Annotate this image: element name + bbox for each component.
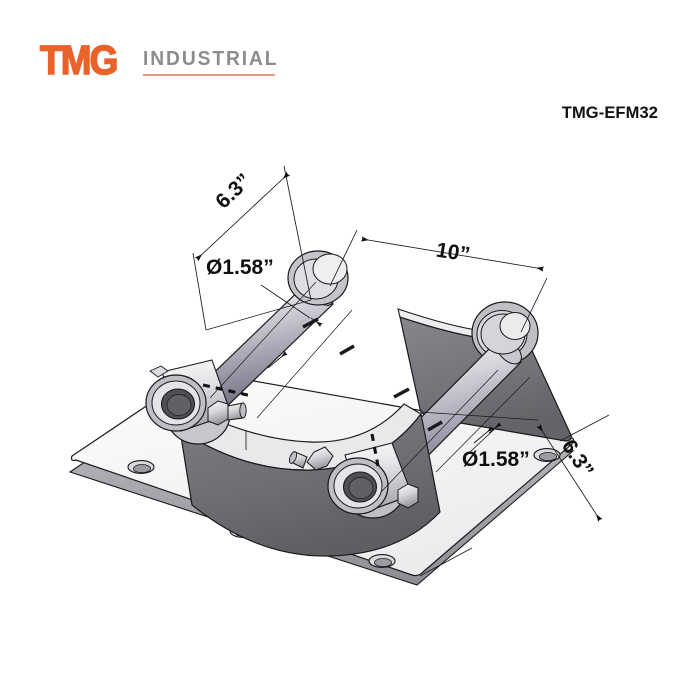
bushing-right <box>480 312 531 355</box>
ext-line-width-a <box>329 229 358 287</box>
dim-label-diameter-upper: Ø1.58” <box>206 256 274 279</box>
dim-line-depth-left <box>194 171 291 262</box>
mounting-hole <box>368 554 396 568</box>
witness-mark-upper-a <box>302 317 319 329</box>
dim-line-depth-right <box>536 424 603 522</box>
bushing-rear-top <box>287 250 349 306</box>
grease-fitting-left <box>207 400 247 426</box>
mounting-hole <box>533 448 561 462</box>
tie-line-lower-a <box>380 369 499 493</box>
bushing-left <box>145 359 247 432</box>
dim-label-width-top: 10” <box>434 239 471 267</box>
witness-mark-lower-a <box>393 387 410 399</box>
witness-mark-upper-b <box>339 344 355 356</box>
hidden-axis-dash-left <box>202 383 253 398</box>
ext-line-depth-right-b <box>419 547 473 577</box>
logo-word-wrap: INDUSTRIAL <box>143 40 284 76</box>
ext-line-depth-left-a <box>192 252 207 331</box>
assembly-geometry <box>68 250 575 586</box>
logo-mark-tmg: TMG <box>39 37 119 83</box>
dim-arrow-lower-inner <box>473 425 494 444</box>
logo-word-industrial: INDUSTRIAL <box>143 48 279 70</box>
bushing-left-tab <box>149 365 169 378</box>
brand-logo: TMG INDUSTRIAL <box>39 37 284 83</box>
dimension-annotations <box>192 165 610 577</box>
mounting-hole <box>127 460 155 474</box>
grease-fitting-front-hex <box>306 446 334 471</box>
ext-line-width-b <box>520 277 548 333</box>
grease-fitting-front <box>288 446 334 471</box>
tie-line-lower-b <box>419 411 539 421</box>
leader-dia-lower <box>469 423 501 453</box>
bushing-front <box>288 442 419 515</box>
tie-line-upper-a <box>205 299 312 331</box>
side-plate-left-face <box>179 412 441 557</box>
hidden-axis-dash-front <box>370 433 380 467</box>
witness-mark-lower-b <box>427 420 443 432</box>
tie-line-upper-b <box>209 281 317 399</box>
dim-arrow-upper-inner <box>267 350 288 369</box>
product-model-code: TMG-EFM32 <box>561 104 658 122</box>
dim-label-depth-left: 6.3” <box>211 169 256 213</box>
logo-underline-rule <box>143 74 276 76</box>
dim-label-diameter-lower: Ø1.58” <box>462 448 530 471</box>
tie-line-lower-c <box>435 376 531 473</box>
leader-dia-upper <box>260 284 311 319</box>
dim-line-width-top <box>360 236 545 272</box>
tie-line-upper-c <box>256 309 353 419</box>
bushing-front-side-hex <box>397 483 419 509</box>
